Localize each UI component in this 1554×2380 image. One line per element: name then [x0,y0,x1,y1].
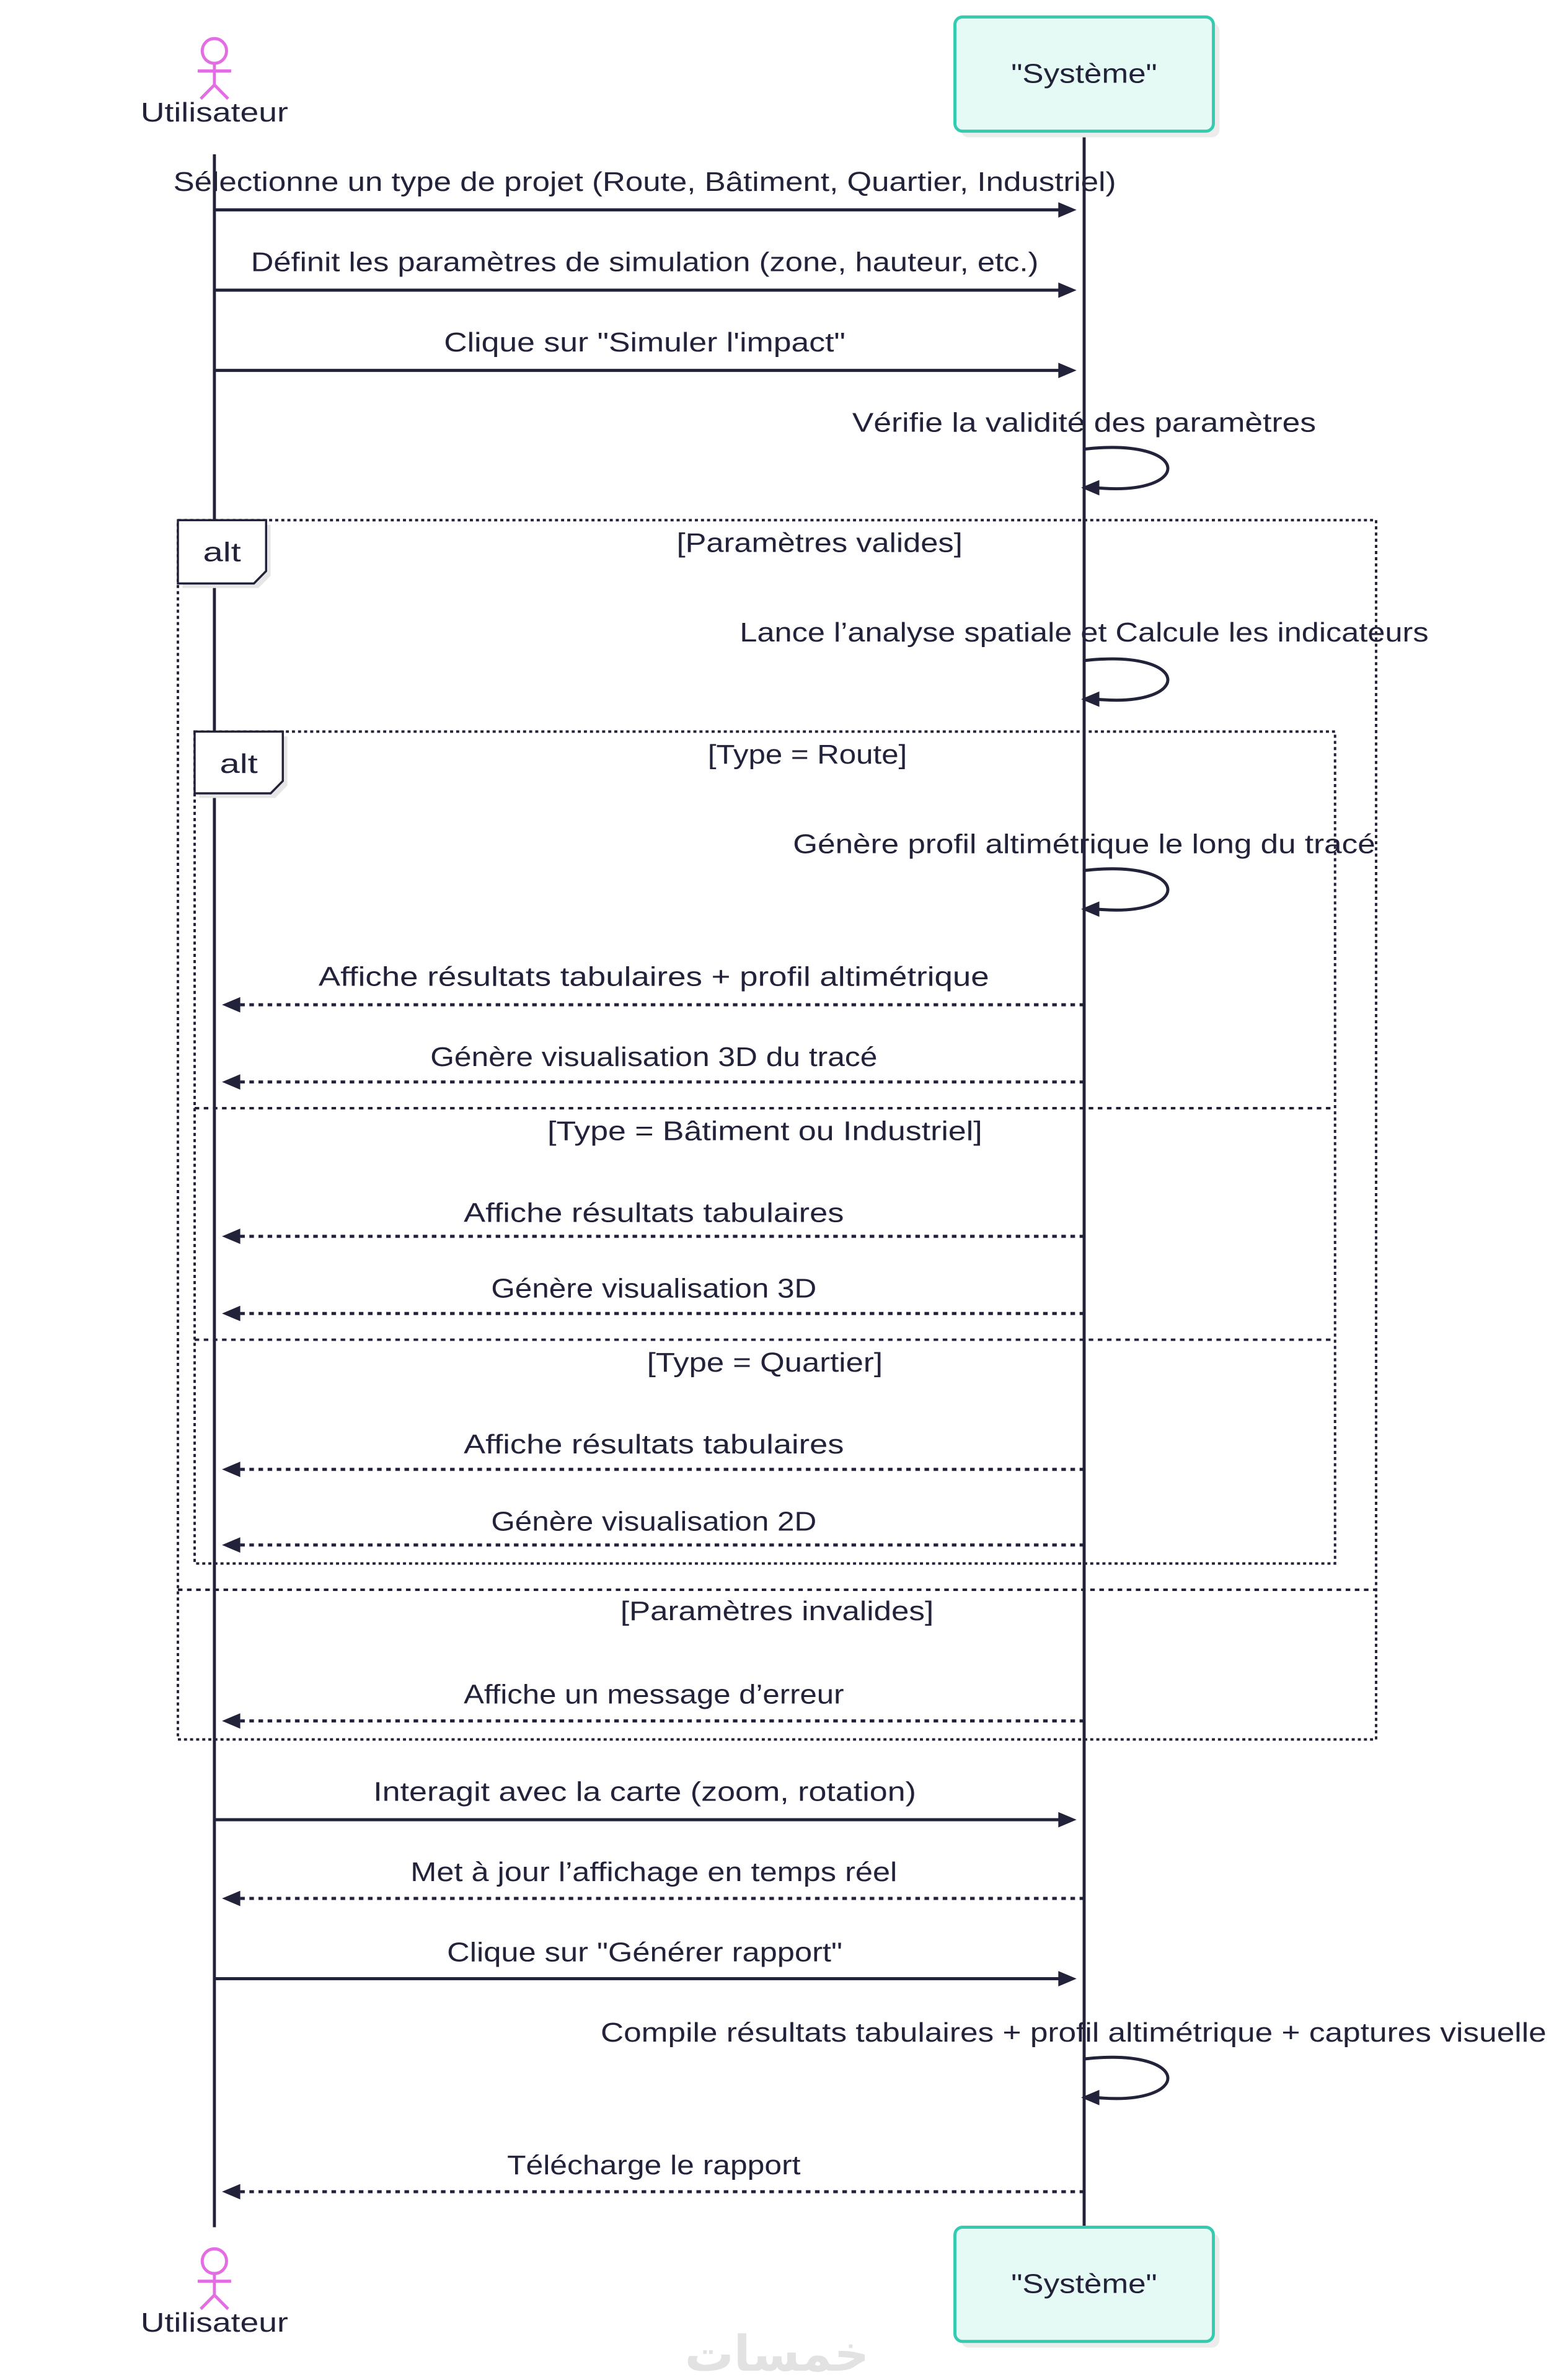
arrowhead [1081,691,1100,707]
participant-box [953,15,1215,133]
self-loop [1084,867,1170,912]
message-label: Génère visualisation 3D [491,1274,816,1303]
alt-inner-condition-route: [Type = Route] [708,740,907,770]
arrowhead [222,997,241,1013]
message-10-reply: Affiche résultats tabulaires [222,1430,1085,1478]
participant-label: "Système" [1011,59,1157,89]
arrowhead [1081,2089,1100,2105]
actor-label: Utilisateur [141,98,288,128]
message-15: Clique sur "Générer rapport" [214,1937,1077,1986]
alt-frame-inner-border [193,730,1336,1565]
arrowhead [222,2184,241,2200]
watermark-logo: خمسات [685,2325,869,2380]
arrowhead [222,1537,241,1553]
message-label: Définit les paramètres de simulation (zo… [251,247,1039,277]
alt-outer-condition-invalid: [Paramètres invalides] [620,1597,934,1626]
message-label: Lance l’analyse spatiale et Calcule les … [739,618,1428,648]
message-9-reply: Génère visualisation 3D [222,1274,1085,1321]
alt-outer-condition-valid: [Paramètres valides] [677,528,963,558]
message-6-reply: Affiche résultats tabulaires + profil al… [222,962,1085,1013]
alt-label-text: alt [219,749,257,779]
alt-frame-outer: [Paramètres valides] [Paramètres invalid… [177,519,1377,1741]
arrowhead [1058,202,1077,218]
alt-label-box [177,519,267,585]
arrowhead [222,1305,241,1321]
message-8-reply: Affiche résultats tabulaires [222,1198,1085,1245]
message-label: Génère visualisation 2D [491,1507,816,1536]
message-14-reply: Met à jour l’affichage en temps réel [222,1858,1085,1906]
message-label: Affiche résultats tabulaires + profil al… [319,962,989,992]
self-loop [1084,446,1170,490]
message-3-self: Vérifie la validité des paramètres [852,408,1316,496]
message-7-reply: Génère visualisation 3D du tracé [222,1042,1085,1090]
message-17-reply: Télécharge le rapport [222,2151,1085,2200]
message-label: Compile résultats tabulaires + profil al… [601,2018,1547,2048]
self-loop [1084,2055,1170,2100]
message-16-self: Compile résultats tabulaires + profil al… [601,2018,1547,2105]
alt-label-box [193,730,284,795]
arrowhead [1081,901,1100,917]
message-label: Vérifie la validité des paramètres [852,408,1316,438]
arrowhead [222,1074,241,1090]
message-label: Interagit avec la carte (zoom, rotation) [373,1777,916,1807]
stick-figure-icon [197,2247,231,2311]
actor-utilisateur-top: Utilisateur [141,37,288,128]
participant-systeme-top: "Système" [953,15,1220,138]
arrowhead [1081,480,1100,496]
message-2: Clique sur "Simuler l'impact" [214,328,1077,379]
actor-utilisateur-bottom: Utilisateur [141,2247,288,2338]
arrowhead [1058,1812,1077,1828]
arrowhead [222,1461,241,1478]
alt-label-text: alt [203,537,241,567]
message-label: Affiche un message d’erreur [464,1680,844,1709]
arrowhead [1058,363,1077,379]
message-5-self: Génère profil altimétrique le long du tr… [793,829,1375,917]
stick-figure-icon [197,37,231,100]
message-label: Télécharge le rapport [507,2151,800,2180]
participant-systeme-bottom: "Système" [953,2225,1220,2348]
message-0: Sélectionne un type de projet (Route, Bâ… [174,167,1116,218]
arrowhead [1058,1971,1077,1986]
arrowhead [222,1890,241,1906]
message-label: Génère visualisation 3D du tracé [430,1042,877,1072]
message-12-reply: Affiche un message d’erreur [222,1680,1085,1729]
alt-frame-inner: [Type = Route] [Type = Bâtiment ou Indus… [193,730,1336,1565]
message-label: Affiche résultats tabulaires [464,1198,844,1228]
message-13: Interagit avec la carte (zoom, rotation) [214,1777,1077,1828]
participant-box [953,2225,1215,2343]
alt-inner-condition-batiment: [Type = Bâtiment ou Industriel] [547,1116,982,1146]
message-label: Génère profil altimétrique le long du tr… [793,829,1375,859]
arrowhead [1058,282,1077,298]
message-1: Définit les paramètres de simulation (zo… [214,247,1077,298]
message-label: Clique sur "Simuler l'impact" [444,328,845,358]
message-label: Affiche résultats tabulaires [464,1430,844,1460]
self-loop [1084,657,1170,702]
alt-inner-label: alt [193,730,288,798]
arrowhead [222,1713,241,1729]
alt-frame-outer-border [177,519,1377,1741]
actor-label: Utilisateur [141,2308,288,2338]
message-label: Clique sur "Générer rapport" [447,1937,842,1967]
alt-inner-condition-quartier: [Type = Quartier] [647,1348,883,1378]
message-label: Met à jour l’affichage en temps réel [410,1858,897,1887]
message-label: Sélectionne un type de projet (Route, Bâ… [174,167,1116,197]
participant-label: "Système" [1011,2269,1157,2299]
message-11-reply: Génère visualisation 2D [222,1507,1085,1553]
arrowhead [222,1228,241,1245]
message-4-self: Lance l’analyse spatiale et Calcule les … [739,618,1429,707]
alt-outer-label: alt [177,519,271,588]
